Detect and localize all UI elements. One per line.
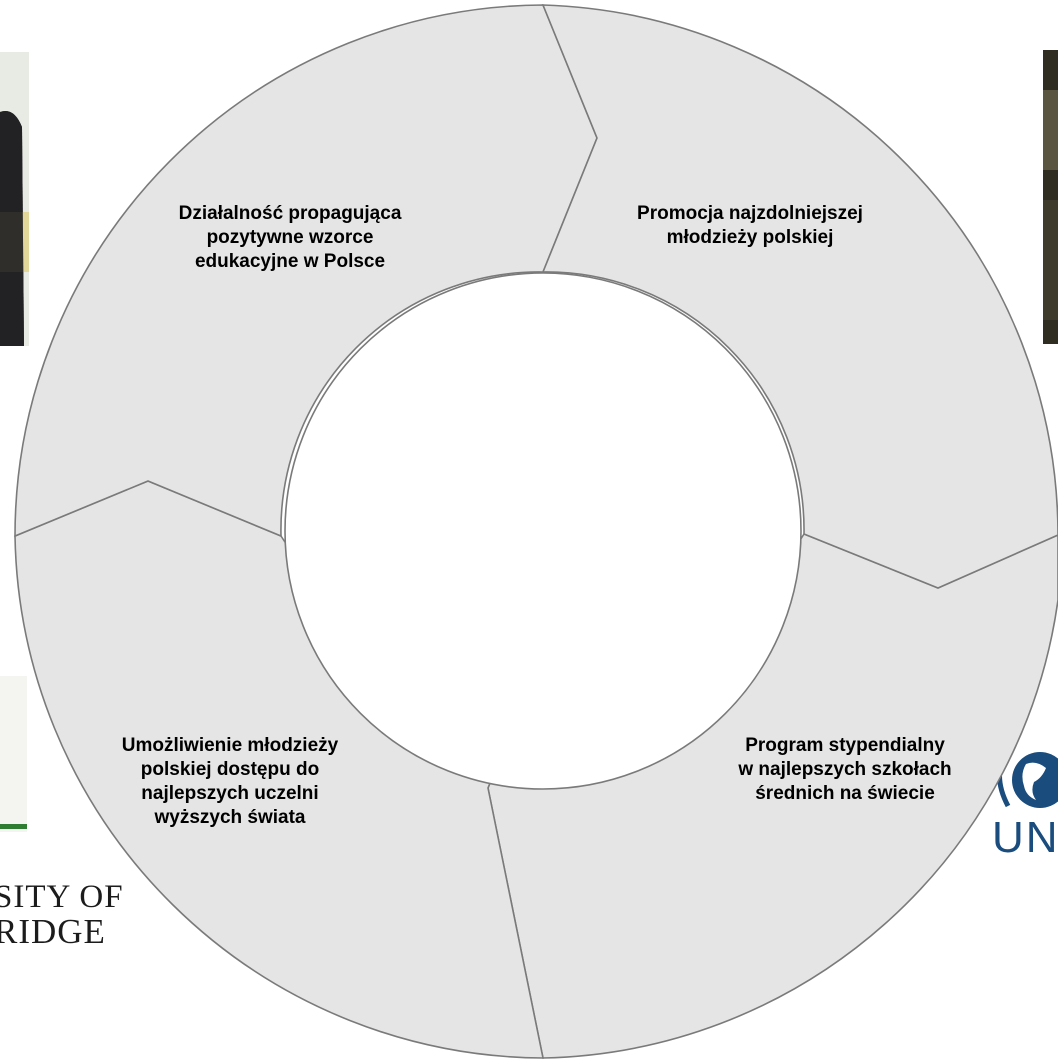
cambridge-logo-line2: RIDGE xyxy=(0,912,106,951)
photo-left xyxy=(0,52,29,346)
photo-right xyxy=(1043,50,1058,344)
un-logo-text: UN xyxy=(992,813,1058,862)
certificate-image xyxy=(0,676,27,832)
segment-label-bottom-left: Umożliwienie młodzieży polskiej dostępu … xyxy=(121,735,339,828)
segment-label-top-left: Działalność propagująca pozytywne wzorce… xyxy=(178,203,402,272)
segment-label-bottom-right: Program stypendialny w najlepszych szkoł… xyxy=(738,735,952,804)
segment-top-right xyxy=(541,4,1058,589)
cambridge-logo-line1: SITY OF xyxy=(0,879,124,915)
segment-top-left xyxy=(14,4,598,538)
segment-label-top-right: Promocja najzdolniejszej młodzieży polsk… xyxy=(637,203,863,248)
center-hole xyxy=(284,272,802,790)
